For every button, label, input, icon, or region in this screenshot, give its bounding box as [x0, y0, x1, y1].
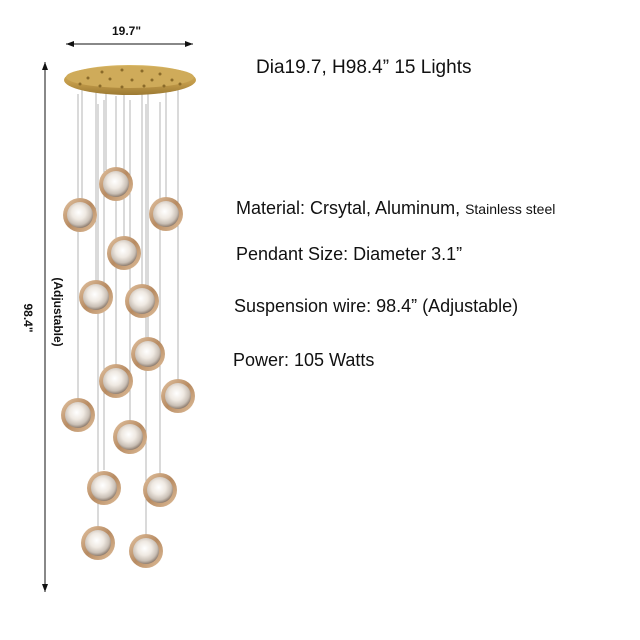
- spec-material-main: Crsytal, Aluminum,: [310, 198, 466, 218]
- product-headline: Dia19.7, H98.4” 15 Lights: [256, 57, 472, 78]
- width-dimension-label: 19.7": [112, 24, 142, 38]
- ceiling-canopy: [64, 65, 196, 95]
- width-dimension-arrow: [66, 41, 193, 47]
- spec-material: Material: Crsytal, Aluminum, Stainless s…: [236, 198, 555, 219]
- spec-suspension-wire: Suspension wire: 98.4” (Adjustable): [234, 296, 519, 316]
- adjustable-dimension-label: (Adjustable): [51, 277, 65, 347]
- crystal-pendant: [161, 379, 195, 413]
- height-dimension-label: 98.4": [21, 303, 35, 333]
- crystal-pendant: [99, 167, 133, 201]
- crystal-pendant: [63, 198, 97, 232]
- crystal-pendant: [79, 280, 113, 314]
- crystal-pendant: [131, 337, 165, 371]
- crystal-pendant: [149, 197, 183, 231]
- crystal-pendant: [81, 526, 115, 560]
- spec-material-small: Stainless steel: [465, 201, 556, 217]
- spec-pendant-size: Pendant Size: Diameter 3.1”: [236, 244, 463, 264]
- height-dimension-arrow: [42, 62, 48, 592]
- crystal-pendant: [107, 236, 141, 270]
- crystal-pendant: [129, 534, 163, 568]
- crystal-pendant: [99, 364, 133, 398]
- crystal-pendant: [125, 284, 159, 318]
- crystal-pendants: [61, 167, 195, 568]
- crystal-pendant: [61, 398, 95, 432]
- crystal-pendant: [113, 420, 147, 454]
- crystal-pendant: [87, 471, 121, 505]
- spec-power: Power: 105 Watts: [233, 350, 375, 370]
- spec-material-label: Material:: [236, 198, 311, 218]
- crystal-pendant: [143, 473, 177, 507]
